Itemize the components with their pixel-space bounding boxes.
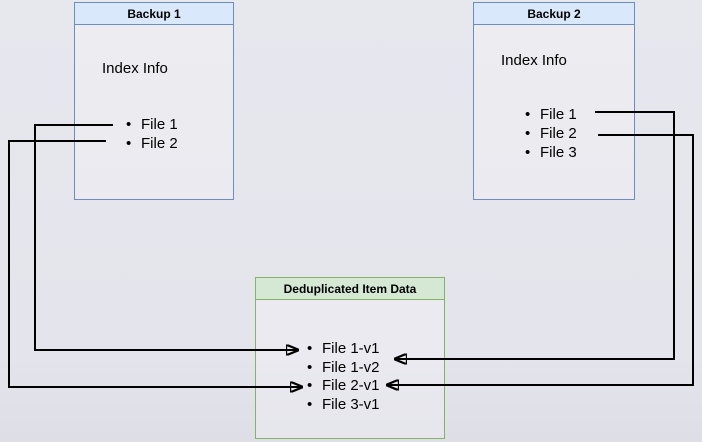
backup2-file-item: File 3 <box>474 143 634 162</box>
backup2-file-list: File 1 File 2 File 3 <box>474 105 634 162</box>
backup1-file-list: File 1 File 2 <box>75 115 233 153</box>
backup1-title: Backup 1 <box>75 3 233 25</box>
dedup-item: File 1-v2 <box>256 359 444 378</box>
backup1-index-info-label: Index Info <box>102 60 168 77</box>
backup1-file-item: File 1 <box>75 115 233 134</box>
backup1-file-item: File 2 <box>75 134 233 153</box>
dedup-item: File 3-v1 <box>256 396 444 415</box>
dedup-title: Deduplicated Item Data <box>256 278 444 300</box>
backup2-file-item: File 1 <box>474 105 634 124</box>
backup1-box: Backup 1 Index Info File 1 File 2 <box>74 2 234 200</box>
dedup-item-list: File 1-v1 File 1-v2 File 2-v1 File 3-v1 <box>256 340 444 414</box>
backup2-title: Backup 2 <box>474 3 634 25</box>
dedup-box: Deduplicated Item Data File 1-v1 File 1-… <box>255 277 445 439</box>
backup2-file-item: File 2 <box>474 124 634 143</box>
dedup-item: File 2-v1 <box>256 377 444 396</box>
dedup-item: File 1-v1 <box>256 340 444 359</box>
backup2-box: Backup 2 Index Info File 1 File 2 File 3 <box>473 2 635 200</box>
backup2-index-info-label: Index Info <box>501 52 567 69</box>
